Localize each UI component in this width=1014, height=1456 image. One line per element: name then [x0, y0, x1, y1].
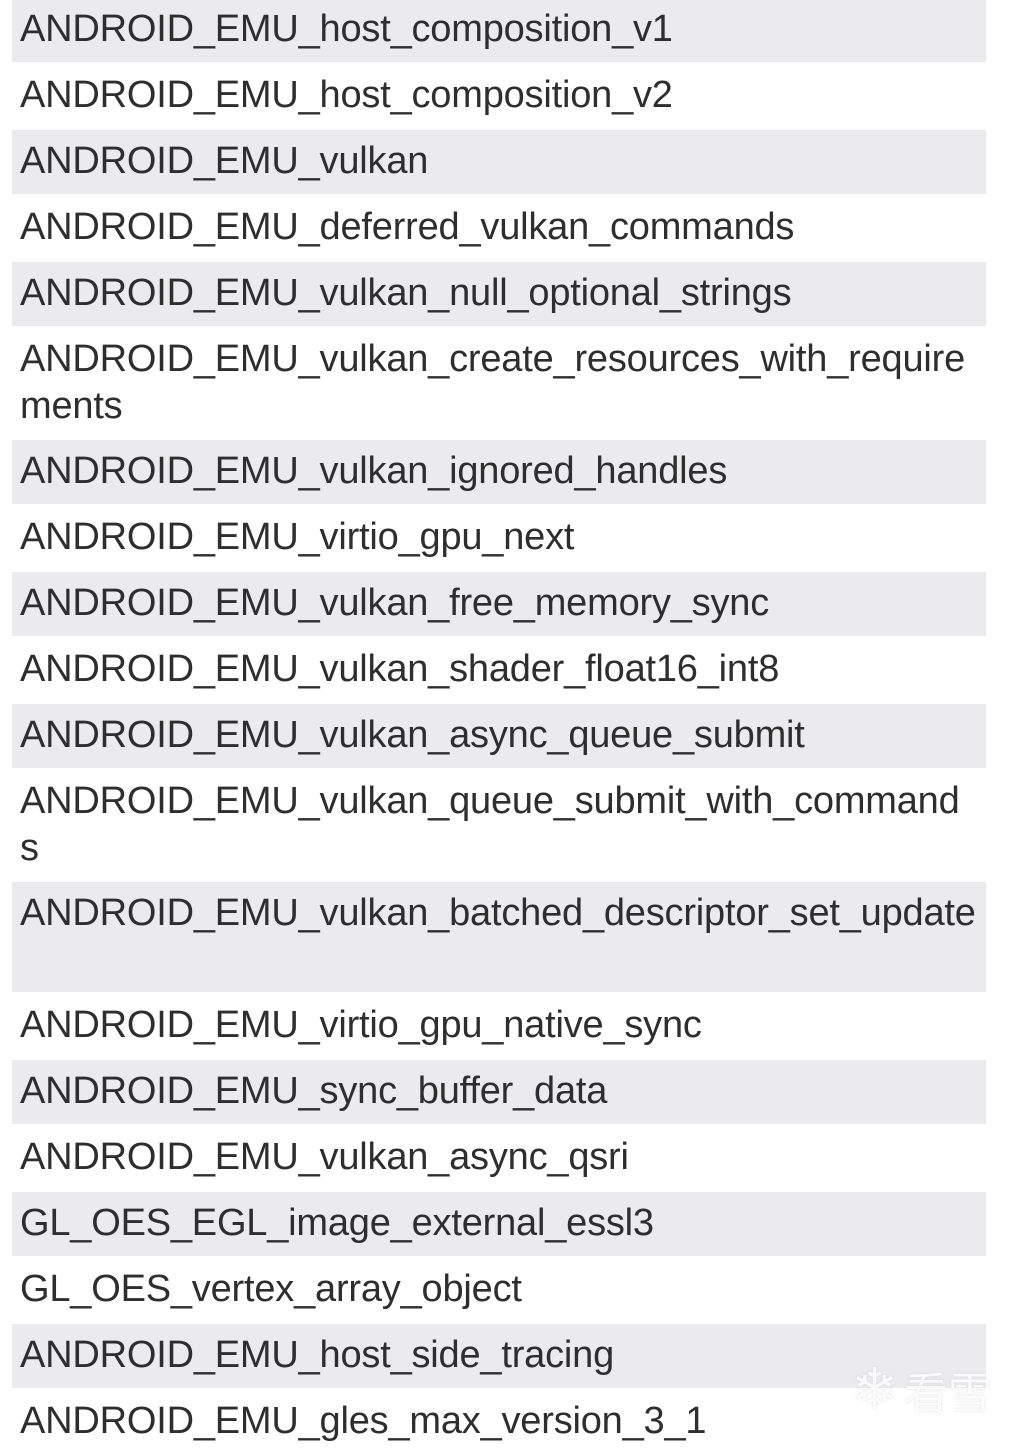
list-item: ANDROID_EMU_vulkan_batched_descriptor_se… [12, 882, 986, 992]
list-item: ANDROID_EMU_vulkan_async_queue_submit [12, 704, 986, 768]
list-item: GL_OES_vertex_array_object [12, 1258, 986, 1322]
watermark: ❄ 看雪 [851, 1357, 992, 1422]
list-item: ANDROID_EMU_deferred_vulkan_commands [12, 196, 986, 260]
list-item: ANDROID_EMU_sync_buffer_data [12, 1060, 986, 1124]
snowflake-icon: ❄ [851, 1357, 898, 1422]
list-item: ANDROID_EMU_vulkan [12, 130, 986, 194]
list-item: ANDROID_EMU_host_composition_v1 [12, 0, 986, 62]
list-item: ANDROID_EMU_vulkan_null_optional_strings [12, 262, 986, 326]
list-item: ANDROID_EMU_vulkan_queue_submit_with_com… [12, 770, 986, 880]
list-item: ANDROID_EMU_vulkan_create_resources_with… [12, 328, 986, 438]
list-item: ANDROID_EMU_vulkan_ignored_handles [12, 440, 986, 504]
list-item: ANDROID_EMU_vulkan_async_qsri [12, 1126, 986, 1190]
list-item: GL_OES_EGL_image_external_essl3 [12, 1192, 986, 1256]
list-item: ANDROID_EMU_virtio_gpu_next [12, 506, 986, 570]
list-item: ANDROID_EMU_vulkan_free_memory_sync [12, 572, 986, 636]
list-item: ANDROID_EMU_host_side_tracing [12, 1324, 986, 1388]
list-item: ANDROID_EMU_vulkan_shader_float16_int8 [12, 638, 986, 702]
list-item: ANDROID_EMU_virtio_gpu_native_sync [12, 994, 986, 1058]
list-item: ANDROID_EMU_gles_max_version_3_1 [12, 1390, 986, 1454]
list-item: ANDROID_EMU_host_composition_v2 [12, 64, 986, 128]
watermark-text: 看雪 [904, 1368, 992, 1420]
